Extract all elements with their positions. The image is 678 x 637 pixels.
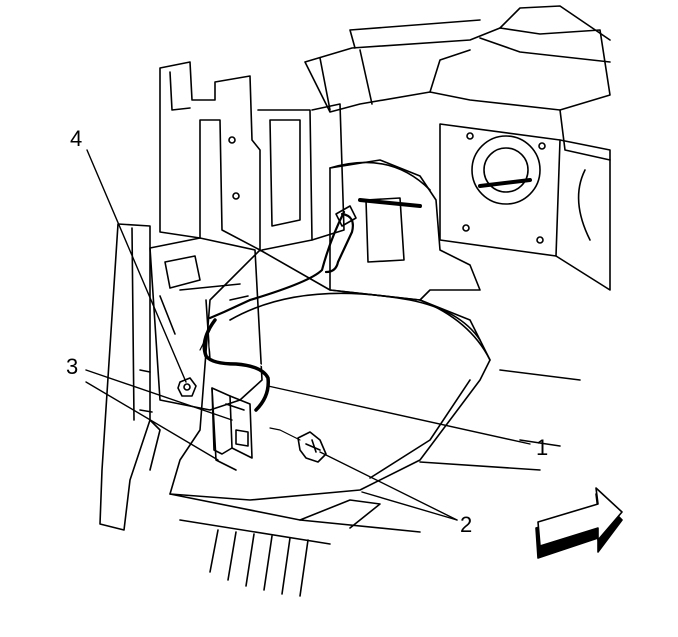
mounting-bracket <box>211 387 253 471</box>
vertical-bracket <box>159 61 345 251</box>
callout-1: 1 <box>536 435 549 460</box>
floor-pan <box>169 249 581 533</box>
side-panel <box>149 237 263 411</box>
bulkhead-panel <box>439 123 611 291</box>
cowl-structure <box>304 5 611 161</box>
callout-4: 4 <box>70 126 83 151</box>
forward-arrow-icon <box>535 487 623 559</box>
left-pillar <box>99 223 161 531</box>
nut <box>177 377 197 397</box>
leader-lines <box>85 149 531 521</box>
callout-2: 2 <box>460 512 473 537</box>
cable-harness <box>208 198 422 320</box>
bolt <box>269 427 327 463</box>
floor-ribs <box>179 519 331 597</box>
ground-wire <box>199 318 275 415</box>
callout-3: 3 <box>66 354 79 379</box>
wheel-well <box>329 159 491 361</box>
